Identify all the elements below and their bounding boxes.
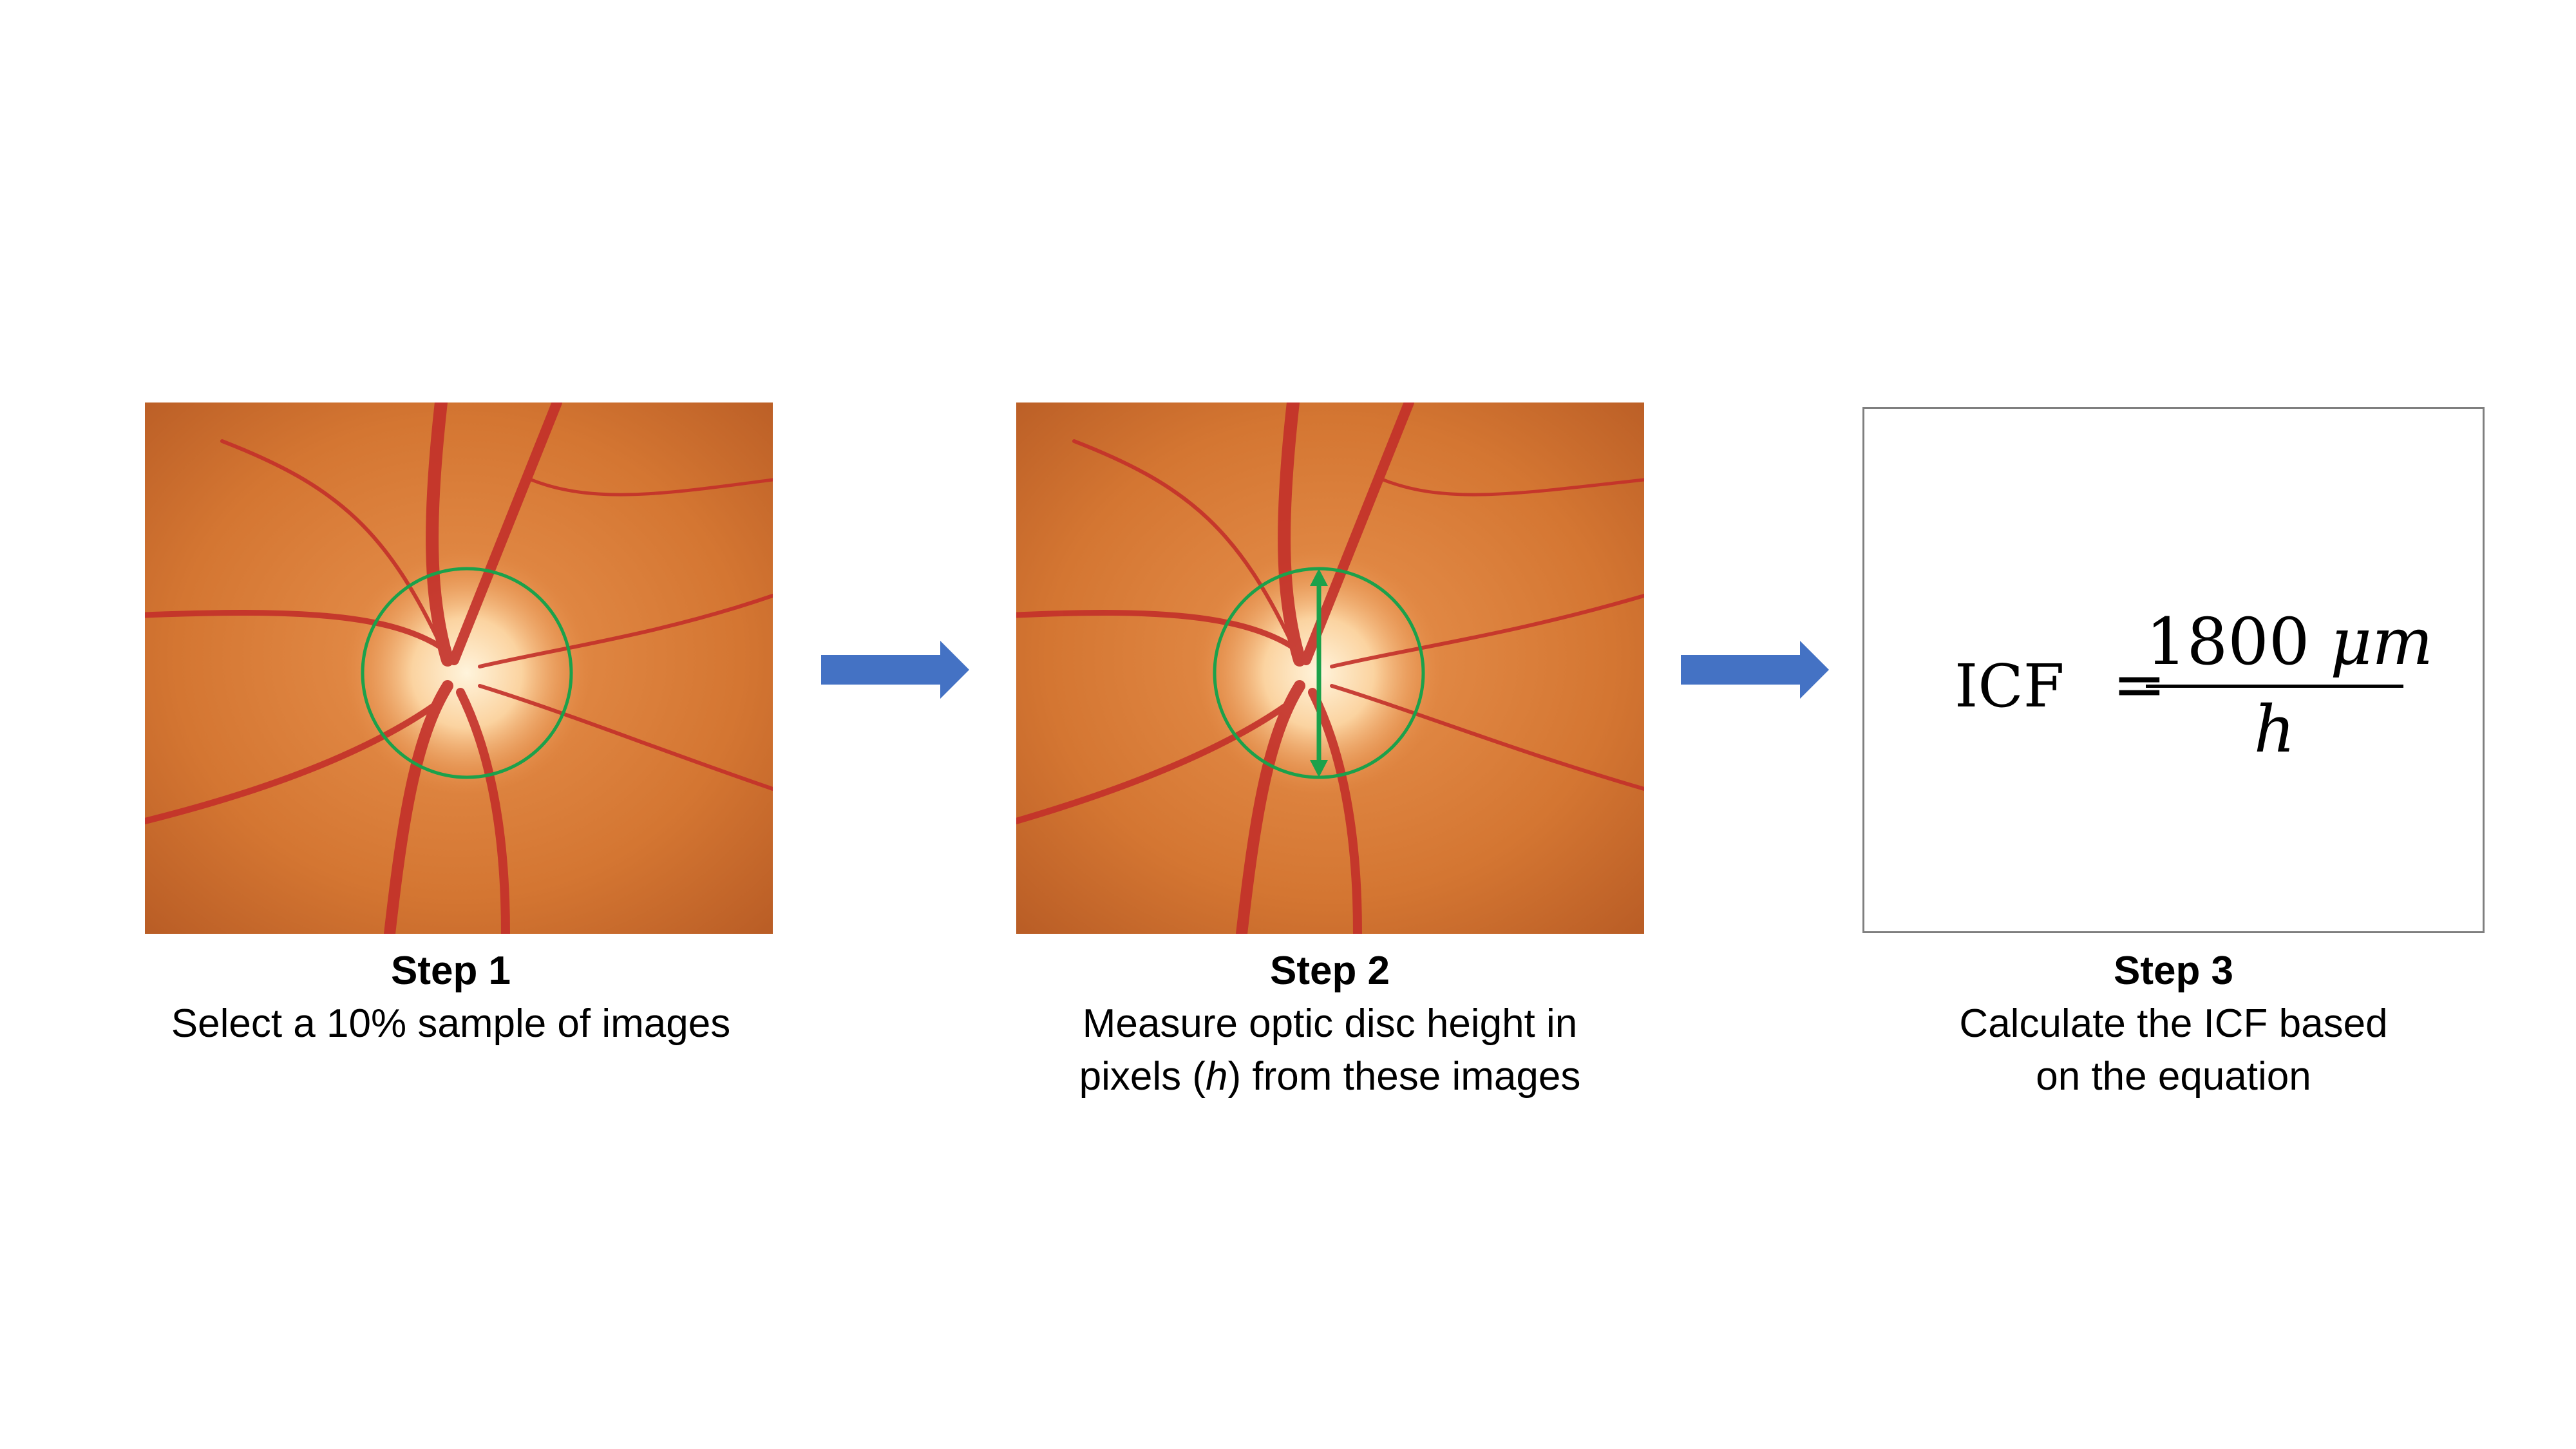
step2-caption: Step 2 Measure optic disc height in pixe… — [927, 945, 1732, 1103]
step1-description: Select a 10% sample of images — [64, 998, 837, 1050]
flow-arrow-icon — [821, 641, 969, 699]
step2-line2-pre: pixels ( — [1079, 1054, 1206, 1099]
step3-description-line2: on the equation — [1790, 1050, 2557, 1103]
numerator-value: 1800 — [2146, 604, 2310, 679]
equation-box: ICF = 1800 μm h — [1862, 407, 2485, 933]
step2-line2-var: h — [1206, 1054, 1227, 1099]
step3-caption: Step 3 Calculate the ICF based on the eq… — [1790, 945, 2557, 1103]
fraction-bar — [2146, 685, 2403, 688]
step1-fundus-image — [145, 402, 773, 934]
step3-title: Step 3 — [1790, 945, 2557, 998]
step2-description-line2: pixels (h) from these images — [927, 1050, 1732, 1103]
equation-lhs: ICF — [1955, 657, 2065, 716]
step2-title: Step 2 — [927, 945, 1732, 998]
equation-numerator: 1800 μm — [2146, 610, 2403, 674]
step3-description-line1: Calculate the ICF based — [1790, 998, 2557, 1050]
step1-caption: Step 1 Select a 10% sample of images — [64, 945, 837, 1050]
step1-title: Step 1 — [64, 945, 837, 998]
flow-arrow-icon — [1681, 641, 1829, 699]
step2-fundus-image — [1016, 402, 1644, 934]
step2-line2-post: ) from these images — [1228, 1054, 1581, 1099]
numerator-unit: μm — [2330, 604, 2433, 679]
step2-description-line1: Measure optic disc height in — [927, 998, 1732, 1050]
equation-denominator: h — [2146, 697, 2403, 762]
